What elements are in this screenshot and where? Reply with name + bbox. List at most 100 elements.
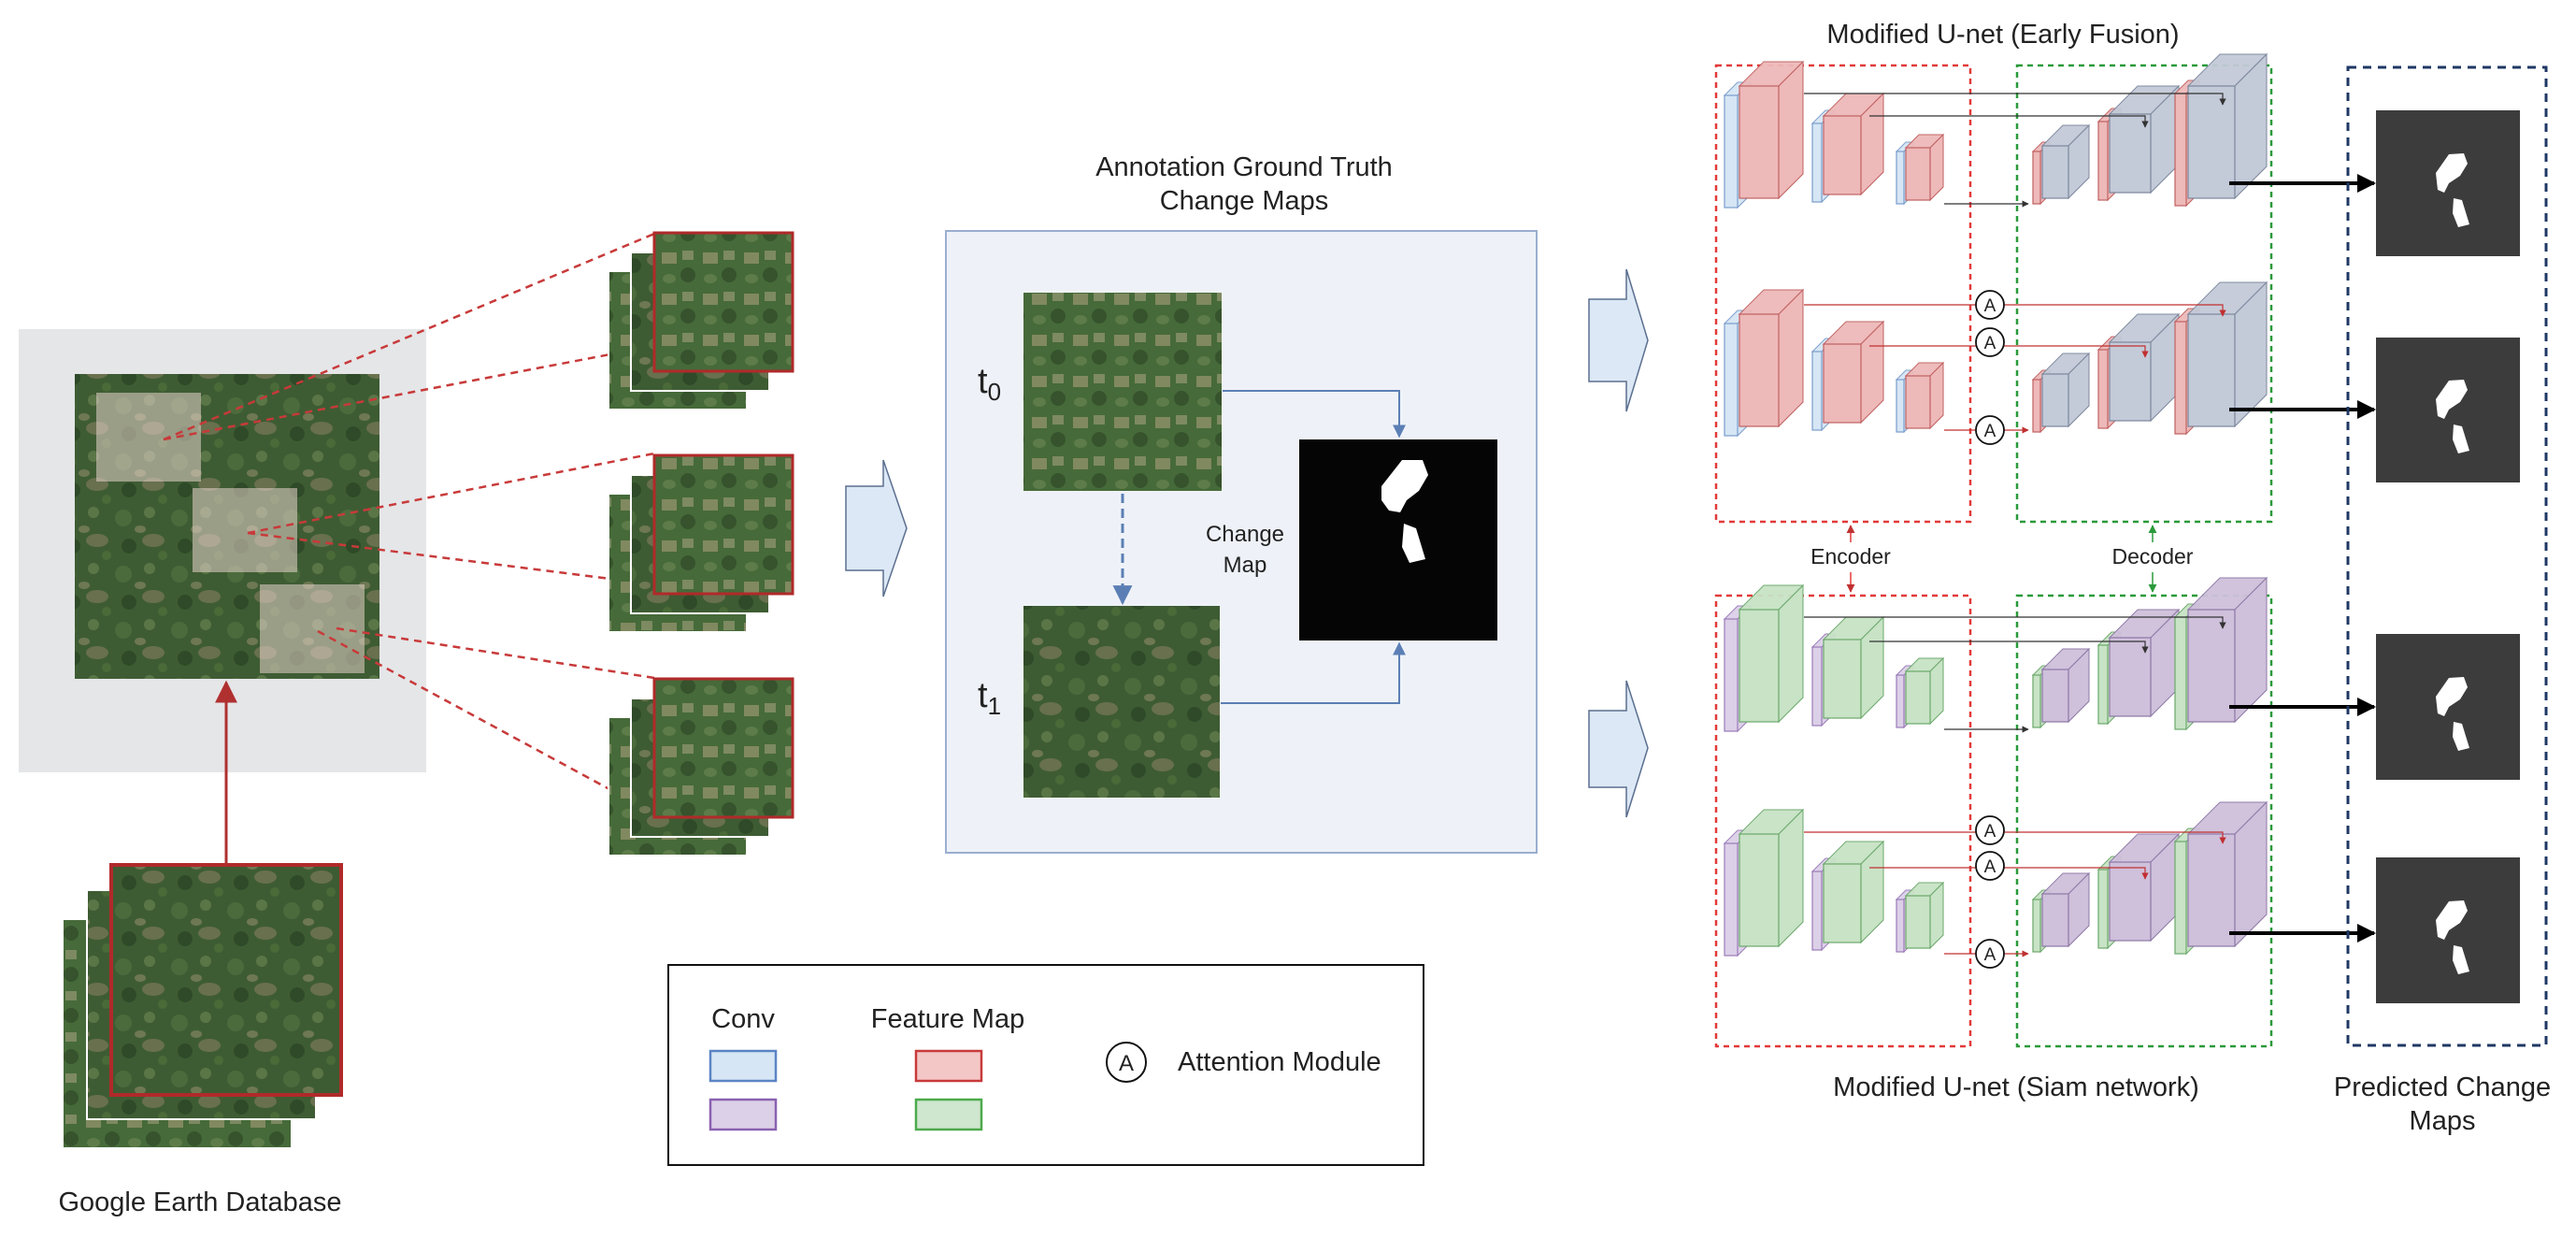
legend-conv-label: Conv <box>711 1004 775 1034</box>
change-map-label-line1: Change <box>1206 522 1284 547</box>
patch-stack-3 <box>608 677 794 856</box>
ef-row1-enc1-feat <box>1739 85 1780 199</box>
encoder-box-top <box>1714 64 1972 524</box>
ef-row1-enc1-feat-side <box>1778 60 1804 200</box>
siam-row2-dec3-feat <box>2032 899 2041 953</box>
siam-row2-attention-1-label: A <box>1984 822 1996 842</box>
ef-row2-enc2-feat <box>1823 343 1862 424</box>
legend-feature-map-label: Feature Map <box>871 1004 1024 1034</box>
ef-row2-enc1-feat-side <box>1778 288 1804 428</box>
encoder-box-bottom <box>1714 594 1972 1048</box>
ef-row1-enc1-conv <box>1724 94 1739 209</box>
predicted-title-line1: Predicted Change <box>2334 1072 2551 1102</box>
prediction-1 <box>2376 110 2520 256</box>
ef-row2-dec2-feat <box>2097 349 2109 429</box>
siam-row2-enc3-feat <box>1905 895 1931 949</box>
siam-title: Modified U-net (Siam network) <box>1833 1072 2199 1102</box>
t0-to-changemap-connector <box>1223 390 1406 439</box>
ef-row2-attention-3-circle <box>1975 415 2005 445</box>
legend-conv-blue <box>708 1049 778 1083</box>
ef-row2-dec3-feat <box>2032 379 2041 433</box>
legend-attention-label: Attention Module <box>1178 1047 1381 1077</box>
predicted-box <box>2346 65 2548 1047</box>
ef-row1-dec2-feat <box>2097 121 2109 201</box>
siam-row2-enc2-feat <box>1823 863 1862 943</box>
legend-conv-purple <box>708 1098 778 1131</box>
siam-row1-enc3-feat <box>1905 670 1931 725</box>
legend-attention-symbol: A <box>1119 1051 1134 1076</box>
highlight-patch-3 <box>260 584 365 673</box>
image-t1 <box>1023 606 1220 798</box>
zoom-lines <box>163 232 655 815</box>
database-label: Google Earth Database <box>58 1187 341 1217</box>
siam-row2-enc1-feat <box>1739 833 1780 947</box>
highlight-patch-2 <box>193 488 297 572</box>
siam-row2-attention-2-label: A <box>1984 857 1996 877</box>
siam-row1-dec1-conv <box>2187 609 2236 723</box>
change-map-label-line2: Map <box>1224 553 1267 578</box>
ef-row2-dec3-conv <box>2041 373 2069 427</box>
siam-row2-skip-long <box>1804 831 2226 844</box>
ef-row2-dec1-feat <box>2174 321 2187 435</box>
source-image-front <box>109 863 343 1097</box>
ef-row1-enc2-conv <box>1811 122 1823 203</box>
legend-attention-icon <box>1106 1042 1147 1083</box>
ef-row2-enc3-conv <box>1896 379 1905 433</box>
ef-row1-dec1-feat <box>2174 93 2187 207</box>
ef-row1-dec1-conv <box>2187 85 2236 199</box>
t1-label: t1 <box>978 676 1001 720</box>
ef-row1-dec3-conv <box>2041 145 2069 199</box>
siam-row1-skip-mid <box>1869 640 2149 654</box>
ef-row1-enc2-feat <box>1823 115 1862 195</box>
legend-box <box>667 964 1424 1166</box>
siam-row1-dec3-conv <box>2041 669 2069 723</box>
siam-row1-enc3-conv <box>1896 674 1905 728</box>
siam-row1-dec3-feat <box>2032 674 2041 728</box>
early-fusion-title: Modified U-net (Early Fusion) <box>1826 20 2179 50</box>
ef-row2-enc3-feat <box>1905 375 1931 429</box>
flow-arrow-2 <box>1588 268 1649 412</box>
predicted-title-line2: Maps <box>2410 1106 2476 1136</box>
siam-row2-dec2-feat <box>2097 869 2109 949</box>
ef-row2-attention-2-label: A <box>1984 334 1996 353</box>
google-earth-panel: Google Earth Database <box>19 232 655 1217</box>
ef-row1-skip-mid <box>1869 115 2149 128</box>
t0-label: t0 <box>978 362 1001 406</box>
prediction-4 <box>2376 857 2520 1003</box>
ef-row2-skip-mid <box>1869 345 2149 358</box>
siam-row1-enc1-conv <box>1724 618 1739 732</box>
decoder-box-top <box>2015 64 2273 524</box>
siam-row1-enc2-conv <box>1811 646 1823 727</box>
legend: Conv Feature Map A Attention Module <box>667 964 1424 1166</box>
ef-row2-dec1-conv <box>2187 313 2236 427</box>
siam-row2-enc1-conv <box>1724 842 1739 957</box>
siam-row2-skip-mid <box>1869 867 2149 880</box>
patch-stack-1 <box>608 231 794 410</box>
decoder-box-bottom <box>2015 594 2273 1048</box>
change-map-shape-1 <box>1381 460 1428 512</box>
annotation-panel: Annotation Ground Truth Change Maps t0 t… <box>945 152 1538 854</box>
ef-row1-enc3-feat <box>1905 147 1931 201</box>
siam-row2-dec1-conv <box>2187 833 2236 947</box>
ef-row2-enc2-conv <box>1811 351 1823 431</box>
ef-row1-enc3-conv <box>1896 151 1905 205</box>
siam-row2-enc1-feat-side <box>1778 808 1804 948</box>
change-map-shape-2 <box>1402 524 1425 563</box>
prediction-3 <box>2376 634 2520 780</box>
ef-row1-skip-long <box>1804 93 2226 106</box>
highlight-patch-1 <box>96 393 201 482</box>
siam-row2-attention-3-label: A <box>1984 945 1996 965</box>
annotation-title-line1: Annotation Ground Truth <box>1095 152 1393 182</box>
image-t0 <box>1023 293 1222 491</box>
ef-row2-enc1-conv <box>1724 323 1739 437</box>
siam-row1-enc1-feat <box>1739 609 1780 723</box>
siam-row2-attention-1-circle <box>1975 815 2005 845</box>
siam-row1-dec1-feat <box>2174 616 2187 730</box>
ef-row2-skip-long <box>1804 304 2226 317</box>
siam-row1-skip-long <box>1804 616 2226 629</box>
decoder-label: Decoder <box>2112 544 2194 568</box>
siam-row2-attention-3-circle <box>1975 939 2005 969</box>
siam-row1-enc2-feat <box>1823 639 1862 719</box>
